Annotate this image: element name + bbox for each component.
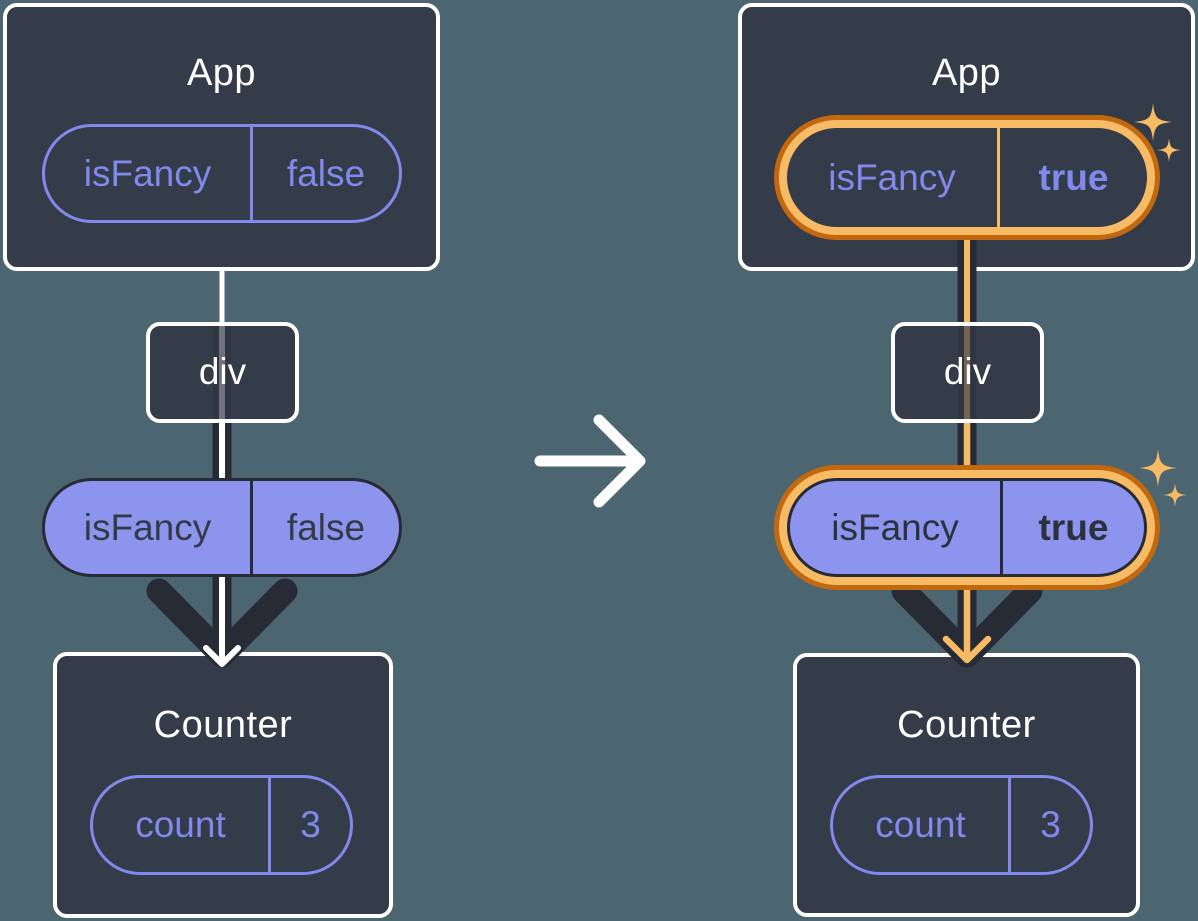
- before-app-title: App: [186, 52, 257, 94]
- before-app-prop-pill: isFancy false: [42, 124, 402, 223]
- prop-value: true: [1038, 156, 1109, 198]
- prop-value: false: [286, 506, 366, 548]
- after-passed-prop-pill: isFancy true: [787, 478, 1147, 577]
- before-div-box: [146, 322, 299, 423]
- prop-name: isFancy: [790, 481, 1003, 574]
- before-passed-prop-pill: isFancy false: [42, 478, 402, 577]
- before-counter-title: Counter: [153, 704, 293, 746]
- after-counter-state-pill: count 3: [830, 775, 1093, 875]
- prop-value: true: [1038, 506, 1109, 548]
- before-div-label: div: [198, 351, 247, 392]
- state-value: 3: [300, 804, 321, 845]
- sparkle-icon: [1163, 483, 1187, 507]
- before-counter-state-pill: count 3: [90, 775, 353, 875]
- before-arrowhead-outline: [146, 578, 298, 668]
- after-div-label: div: [943, 351, 992, 392]
- arrow-right-icon: [534, 414, 646, 508]
- prop-name: isFancy: [45, 127, 253, 220]
- state-value: 3: [1040, 804, 1061, 845]
- after-counter-title: Counter: [897, 704, 1036, 746]
- state-name: count: [93, 778, 271, 872]
- prop-name: isFancy: [45, 481, 253, 574]
- prop-name: isFancy: [787, 128, 1000, 227]
- after-div-box: [891, 322, 1044, 423]
- state-name: count: [833, 778, 1011, 872]
- prop-value: false: [286, 152, 366, 194]
- after-app-title: App: [931, 52, 1002, 94]
- sparkle-icon: [1139, 449, 1177, 487]
- after-app-prop-pill: isFancy true: [787, 128, 1147, 227]
- after-arrowhead-outline: [891, 578, 1043, 668]
